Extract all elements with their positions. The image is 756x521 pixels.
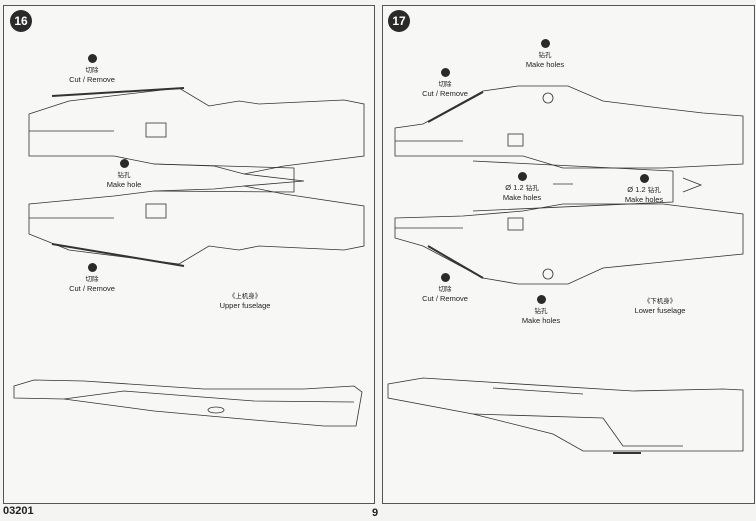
knife-icon	[440, 68, 450, 77]
drill-left-cn: 钻孔	[525, 185, 539, 192]
cut-bottom-cn: 切除	[85, 276, 99, 283]
drill-icon	[536, 295, 546, 304]
make-holes-top-cn: 钻孔	[538, 52, 552, 59]
drill-icon	[119, 159, 129, 168]
step-16-panel: 16 切除 Cut / Remove 钻孔 Make hole 切除 Cut /…	[3, 5, 375, 504]
lower-fuselage-cn: 《下机身》	[643, 298, 677, 305]
upper-fuselage-label: 《上机身》 Upper fuselage	[210, 291, 280, 310]
lower-fuselage-label: 《下机身》 Lower fuselage	[625, 296, 695, 315]
step16-make-hole-label: 钻孔 Make hole	[99, 159, 149, 189]
make-holes-top-en: Make holes	[525, 60, 565, 69]
cut-bottom-cn: 切除	[438, 286, 452, 293]
knife-icon	[87, 54, 97, 63]
drill-right-size: Ø 1.2	[627, 185, 646, 194]
make-holes-bottom-en: Make holes	[521, 316, 561, 325]
step-17-number: 17	[392, 14, 406, 28]
step-16-badge: 16	[10, 10, 32, 32]
upper-fuselage-en: Upper fuselage	[219, 301, 271, 310]
step-17-badge: 17	[388, 10, 410, 32]
drill-icon	[540, 39, 550, 48]
drill-icon	[639, 174, 649, 183]
knife-icon	[440, 273, 450, 282]
cut-top-cn: 切除	[85, 67, 99, 74]
step-16-number: 16	[14, 14, 28, 28]
make-holes-bottom-cn: 钻孔	[534, 308, 548, 315]
lower-fuselage-drawing	[387, 85, 744, 454]
step16-cut-bottom-label: 切除 Cut / Remove	[62, 263, 122, 293]
step17-drill-right-label: Ø 1.2 钻孔 Make holes	[613, 174, 675, 204]
step17-make-holes-top-label: 钻孔 Make holes	[515, 39, 575, 69]
drill-right-en: Make holes	[624, 195, 664, 204]
cut-cn: 切除	[438, 81, 452, 88]
knife-icon	[87, 263, 97, 272]
upper-fuselage-drawing	[13, 87, 365, 427]
make-hole-cn: 钻孔	[117, 172, 131, 179]
drill-icon	[517, 172, 527, 181]
drill-left-size: Ø 1.2	[505, 183, 524, 192]
step17-drill-left-label: Ø 1.2 钻孔 Make holes	[491, 172, 553, 202]
page-number: 9	[372, 507, 379, 519]
step16-cut-top-label: 切除 Cut / Remove	[62, 54, 122, 84]
upper-fuselage-cn: 《上机身》	[228, 293, 262, 300]
drill-left-en: Make holes	[502, 193, 542, 202]
drill-right-cn: 钻孔	[647, 187, 661, 194]
kit-code: 03201	[3, 505, 34, 517]
cut-top-en: Cut / Remove	[69, 75, 115, 84]
step17-cut-top-label: 切除 Cut / Remove	[415, 68, 475, 98]
step17-cut-bottom-label: 切除 Cut / Remove	[415, 273, 475, 303]
cut-en: Cut / Remove	[422, 89, 468, 98]
step-17-panel: 17 钻孔 Make holes 切除 Cut / Remove Ø 1.	[382, 5, 755, 504]
cut-bottom-en: Cut / Remove	[69, 284, 115, 293]
make-hole-en: Make hole	[106, 180, 142, 189]
step17-make-holes-bottom-label: 钻孔 Make holes	[511, 295, 571, 325]
cut-bottom-en: Cut / Remove	[422, 294, 468, 303]
lower-fuselage-en: Lower fuselage	[634, 306, 686, 315]
